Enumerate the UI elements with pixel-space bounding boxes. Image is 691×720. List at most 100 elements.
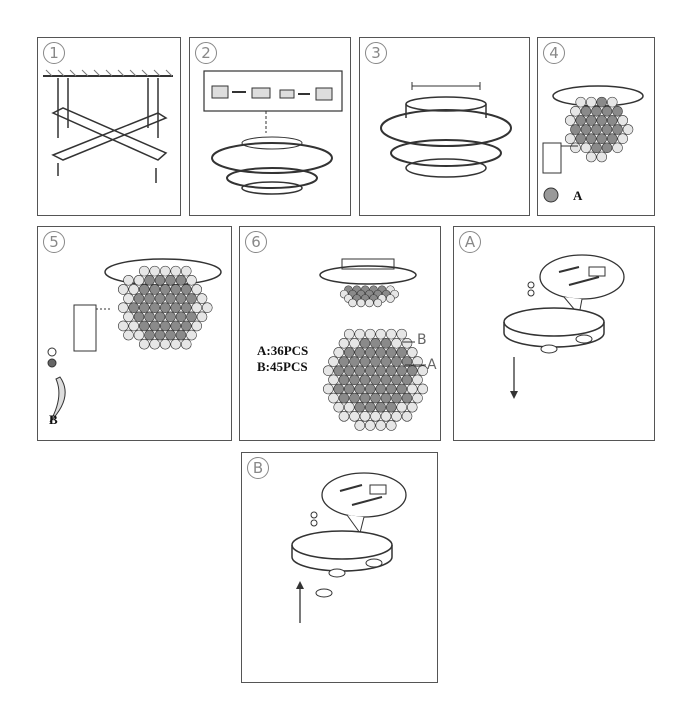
crystal-bead: [412, 356, 423, 367]
step-number: A: [459, 231, 481, 253]
crystal-bead: [391, 392, 402, 404]
crystal-bead: [406, 383, 418, 395]
crystal-bead: [601, 124, 613, 135]
crystal-bead: [385, 401, 397, 413]
crystal-bead: [591, 124, 602, 135]
frame-mounting-illustration: [380, 82, 512, 178]
crystal-bead: [585, 96, 597, 108]
crystal-bead: [570, 142, 581, 154]
crystal-bead: [180, 302, 192, 313]
step-a-panel: A: [453, 226, 655, 441]
crystal-bead: [406, 401, 418, 413]
crystal-count-b: B:45PCS: [257, 359, 308, 374]
crystal-bead: [349, 356, 360, 367]
crystal-bead: [128, 284, 140, 295]
crystal-bead: [159, 338, 171, 350]
crystal-cluster: [117, 265, 213, 350]
step-number: B: [247, 457, 269, 479]
crystal-bead: [138, 338, 150, 350]
crystal-bead: [375, 328, 387, 340]
crystal-bead: [343, 383, 355, 395]
crystal-bead: [159, 265, 171, 277]
wiring-connection-illustration: [203, 70, 343, 195]
crystal-bead: [373, 298, 383, 308]
crystal-bead: [401, 356, 413, 367]
crystal-bead: [359, 374, 371, 386]
crystal-bead: [138, 302, 150, 313]
crystal-bead: [370, 337, 381, 349]
crystal-bead: [349, 411, 360, 422]
crystal-bead: [175, 329, 187, 341]
crystal-bead: [396, 383, 408, 395]
crystal-bead: [375, 420, 387, 431]
crystal-bead: [364, 383, 376, 395]
crystal-bead: [149, 338, 161, 350]
crystal-bead: [575, 115, 587, 126]
crystal-bead: [144, 329, 155, 341]
crystal-bead: [159, 284, 171, 295]
crystal-bead: [359, 411, 371, 422]
crystal-bead: [606, 133, 618, 144]
crystal-bead: [580, 105, 592, 117]
crystal-bead: [191, 284, 203, 295]
crystal-bead: [333, 383, 345, 395]
crystal-bead: [617, 133, 629, 144]
bulb-removal-illustration: [503, 254, 625, 399]
crystal-bead: [606, 115, 618, 126]
crystal-bead: [580, 142, 592, 154]
crystal-bead: [356, 298, 366, 308]
crystal-bead: [144, 311, 155, 323]
crystal-bead: [165, 274, 176, 286]
crystal-bead: [364, 347, 376, 358]
crystal-bead: [364, 365, 376, 376]
crystal-bead: [380, 356, 392, 367]
crystal-bead: [380, 374, 392, 386]
crystal-bead: [385, 365, 397, 376]
crystal-bead: [585, 133, 597, 144]
crystal-bead: [386, 294, 395, 303]
crystal-bead: [612, 124, 623, 135]
crystal-bead: [343, 328, 355, 340]
crystal-bead: [159, 302, 171, 313]
crystal-bead: [575, 133, 587, 144]
crystal-bead: [406, 347, 418, 358]
crystal-bead: [196, 311, 208, 323]
crystal-bead: [370, 411, 381, 422]
crystal-bead: [180, 338, 192, 350]
crystal-bead: [117, 284, 129, 295]
crystal-bead: [385, 328, 397, 340]
crystal-bead: [138, 284, 150, 295]
crystal-bead: [186, 329, 197, 341]
crystal-bead: [596, 133, 608, 144]
crystal-bead: [401, 411, 413, 422]
crystal-bead: [154, 274, 166, 286]
crystal-bead: [338, 374, 350, 386]
crystal-bead: [149, 320, 161, 332]
step-number: 2: [195, 42, 217, 64]
crystal-bead: [349, 337, 360, 349]
crystal-bead: [349, 374, 360, 386]
crystal-bead: [170, 284, 182, 295]
crystal-bead: [180, 265, 192, 277]
crystal-bead: [333, 401, 345, 413]
crystal-bead: [149, 265, 161, 277]
crystal-bead: [385, 347, 397, 358]
crystal-bead: [412, 392, 423, 404]
crystal-bead: [591, 142, 602, 154]
crystal-bead: [154, 329, 166, 341]
crystal-bead: [564, 133, 576, 144]
crystal-bead: [585, 115, 597, 126]
crystal-bead: [144, 293, 155, 304]
crystal-bead: [117, 302, 129, 313]
crystal-bead: [359, 356, 371, 367]
step-1-panel: 1: [37, 37, 181, 216]
crystal-bead: [375, 401, 387, 413]
crystal-bead: [601, 105, 613, 117]
crystal-bead: [123, 293, 134, 304]
crystal-bead: [601, 142, 613, 154]
ceiling-bracket-illustration: [43, 69, 173, 183]
crystal-b-label: B: [49, 412, 58, 427]
crystal-bead: [175, 311, 187, 323]
crystal-bead: [123, 274, 134, 286]
crystal-bead: [165, 293, 176, 304]
